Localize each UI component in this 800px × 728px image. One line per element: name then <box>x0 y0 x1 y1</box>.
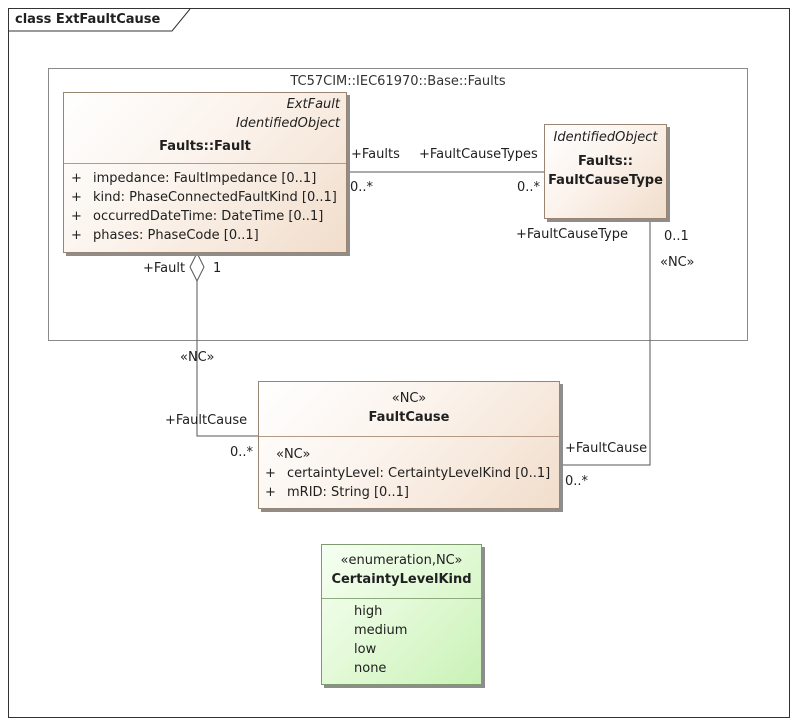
multiplicity-label: 0..* <box>350 180 374 195</box>
role-label-faultcause: +FaultCause <box>565 441 648 456</box>
faultcausetype-name-line2: FaultCauseType <box>548 173 663 188</box>
fault-stereotype-extfault: ExtFault <box>286 97 340 112</box>
fault-attribute: +impedance: FaultImpedance [0..1] <box>71 171 317 186</box>
role-label-fault: +Fault <box>143 261 186 276</box>
diagram-frame <box>8 8 790 718</box>
enum-name: CertaintyLevelKind <box>331 572 472 587</box>
frame-tab-edge <box>9 8 191 32</box>
enum-compartment-divider <box>322 598 481 599</box>
fault-attribute: +kind: PhaseConnectedFaultKind [0..1] <box>71 190 337 205</box>
class-faultcause[interactable]: «NC» FaultCause «NC» +certaintyLevel: Ce… <box>258 381 560 509</box>
faultcause-attribute-stereotype: «NC» <box>276 447 311 462</box>
enum-stereotype: «enumeration,NC» <box>340 553 463 568</box>
faultcausetype-name-line1: Faults:: <box>578 154 633 169</box>
enum-literal: none <box>354 661 387 676</box>
faultcause-class-name: FaultCause <box>368 410 450 425</box>
fault-attribute: +occurredDateTime: DateTime [0..1] <box>71 209 324 224</box>
assoc-fault-faultcause <box>196 280 258 437</box>
class-faultcausetype[interactable]: IdentifiedObject Faults:: FaultCauseType <box>544 124 667 219</box>
role-label-faultcausetype: +FaultCauseType <box>516 227 629 242</box>
enum-certaintylevelkind[interactable]: «enumeration,NC» CertaintyLevelKind high… <box>321 544 482 685</box>
multiplicity-label: 0..1 <box>664 229 689 244</box>
enum-literal: medium <box>354 623 408 638</box>
multiplicity-label: 0..* <box>565 474 589 489</box>
enum-literal: high <box>354 604 383 619</box>
aggregation-diamond <box>189 251 205 283</box>
faultcause-compartment-divider <box>259 436 559 437</box>
fault-attribute: +phases: PhaseCode [0..1] <box>71 228 259 243</box>
class-fault[interactable]: ExtFault IdentifiedObject Faults::Fault … <box>63 92 347 253</box>
multiplicity-label: 0..* <box>517 180 541 195</box>
faultcausetype-stereotype: IdentifiedObject <box>553 130 658 145</box>
association-stereotype-label: «NC» <box>180 350 215 365</box>
package-name: TC57CIM::IEC61970::Base::Faults <box>290 74 506 89</box>
role-label-faultcausetypes: +FaultCauseTypes <box>419 147 538 162</box>
faultcause-attribute: +mRID: String [0..1] <box>265 485 409 500</box>
fault-stereotype-identifiedobject: IdentifiedObject <box>235 116 340 131</box>
fault-class-name: Faults::Fault <box>159 139 251 154</box>
multiplicity-label: 0..* <box>230 445 254 460</box>
role-label-faultcause: +FaultCause <box>165 413 248 428</box>
faultcause-attribute: +certaintyLevel: CertaintyLevelKind [0..… <box>265 466 551 481</box>
role-label-faults: +Faults <box>351 147 400 162</box>
enum-literal: low <box>354 642 377 657</box>
package-boundary <box>48 68 748 341</box>
diagram-frame-title: class ExtFaultCause <box>9 9 195 31</box>
association-stereotype-label: «NC» <box>660 255 695 270</box>
faultcause-stereotype: «NC» <box>391 391 427 406</box>
fault-compartment-divider <box>64 163 346 164</box>
multiplicity-label: 1 <box>213 261 222 276</box>
assoc-faultcausetype-faultcause <box>559 219 651 466</box>
